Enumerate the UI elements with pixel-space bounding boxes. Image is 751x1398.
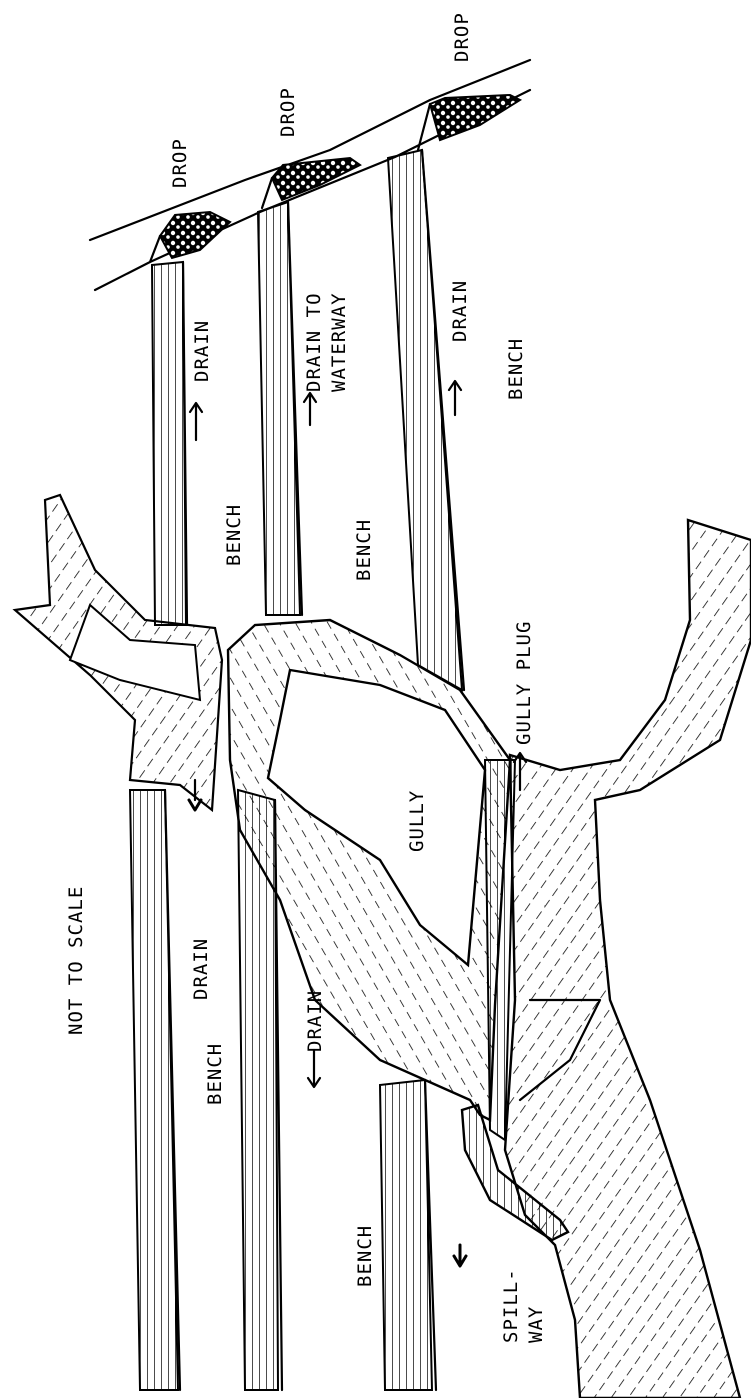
label-drain-lower-2: DRAIN [304,990,326,1052]
label-not-to-scale: NOT TO SCALE [65,886,87,1035]
label-drain-lower-1: DRAIN [190,938,212,1000]
drop-structure-3 [418,95,520,150]
waterway [15,495,222,810]
upper-terrace-2 [258,202,302,615]
drop-structure-1 [150,212,230,262]
arrow-drain-to-waterway [304,393,316,425]
arrow-drain-lower-2 [308,1050,320,1087]
label-drain-3: DRAIN [449,280,471,342]
label-bench-2: BENCH [353,519,375,581]
label-drop-1: DROP [169,138,191,188]
arrow-drain-1 [190,403,202,440]
lower-terrace-3 [380,1080,436,1390]
label-bench-lower-2: BENCH [354,1225,376,1287]
upper-terrace-3 [388,150,464,690]
label-gully: GULLY [406,790,428,852]
lower-terrace-1 [130,790,180,1390]
upper-terrace-1 [152,262,187,625]
label-bench-3: BENCH [505,338,527,400]
label-gully-plug: GULLY PLUG [513,621,535,745]
stream [505,520,751,1398]
label-drop-2: DROP [277,87,299,137]
label-spillway-1: SPILL- [500,1268,522,1343]
label-drain-to-waterway-1: DRAIN TO [303,292,325,392]
arrow-drain-3 [449,381,461,415]
label-spillway-2: WAY [525,1306,547,1343]
drop-structure-2 [262,158,360,208]
arrow-spillway [454,1245,466,1266]
label-bench-1: BENCH [223,504,245,566]
label-drop-3: DROP [451,12,473,62]
label-drain-1: DRAIN [191,320,213,382]
label-drain-to-waterway-2: WATERWAY [328,292,350,392]
label-bench-lower-1: BENCH [204,1043,226,1105]
